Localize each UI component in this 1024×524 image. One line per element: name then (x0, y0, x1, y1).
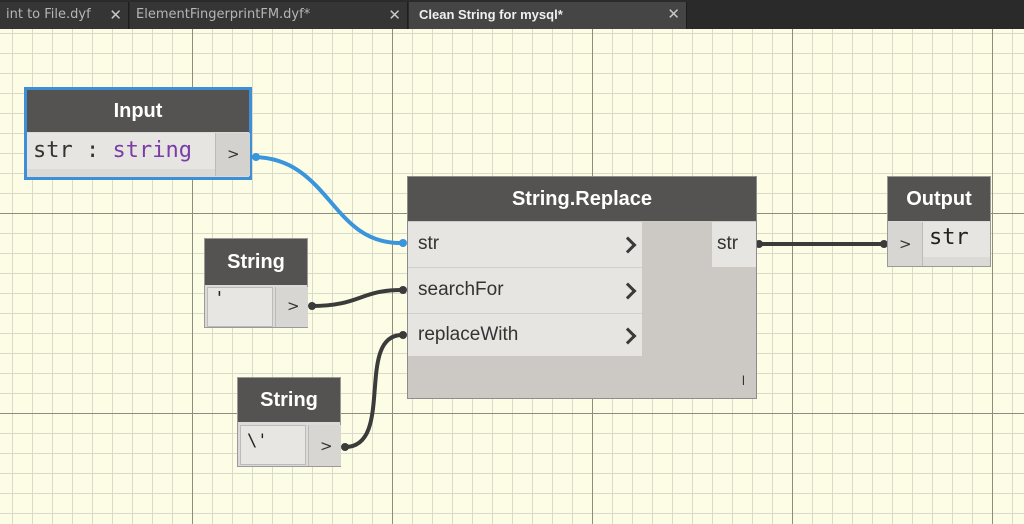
string-value-input[interactable]: \' (240, 425, 306, 465)
port-dot (880, 240, 888, 248)
wire-string2-to-replacewith[interactable] (344, 333, 403, 449)
input-port-searchfor[interactable]: searchFor (408, 268, 642, 314)
node-title: Output (888, 177, 990, 221)
tab-clean-string[interactable]: Clean String for mysql* ✕ (409, 2, 687, 29)
tab-label: int to File.dyf (6, 7, 91, 22)
output-port[interactable]: > (215, 133, 250, 176)
output-code-editor[interactable]: str (923, 222, 990, 257)
tab-bar: int to File.dyf ✕ ElementFingerprintFM.d… (0, 0, 1024, 30)
port-dot (308, 302, 316, 310)
node-title: String (238, 378, 340, 422)
input-port-replacewith[interactable]: replaceWith (408, 314, 642, 356)
output-node[interactable]: Output > str (887, 176, 991, 267)
wire-string1-to-searchfor[interactable] (311, 288, 403, 308)
port-label: replaceWith (418, 324, 519, 345)
chevron-right-icon (619, 327, 637, 345)
lacing-indicator[interactable]: l (742, 373, 745, 388)
port-label: str (418, 233, 440, 254)
chevron-right-icon (619, 282, 637, 300)
tab-label: Clean String for mysql* (419, 7, 563, 22)
node-title: Input (27, 90, 249, 132)
code-param-type: string (112, 138, 192, 163)
close-icon[interactable]: ✕ (388, 6, 401, 24)
output-port[interactable]: > (308, 425, 341, 466)
output-port-str[interactable]: str (712, 222, 756, 267)
arrow-right-icon: > (287, 297, 300, 315)
string-value-input[interactable]: ' (207, 287, 273, 327)
node-title: String.Replace (408, 177, 756, 221)
arrow-right-icon: > (899, 235, 912, 253)
port-label: str (717, 233, 739, 254)
close-icon[interactable]: ✕ (667, 6, 680, 23)
port-dot (399, 239, 407, 247)
input-code-editor[interactable]: str : string (27, 133, 215, 169)
node-title: String (205, 239, 307, 285)
close-icon[interactable]: ✕ (109, 6, 122, 24)
port-dot (755, 240, 763, 248)
tab-label: ElementFingerprintFM.dyf* (136, 7, 311, 22)
string-node-2[interactable]: String \' > (237, 377, 341, 467)
input-port-str[interactable]: str (408, 222, 642, 268)
output-port[interactable]: > (275, 287, 308, 327)
arrow-right-icon: > (320, 437, 333, 455)
port-dot (341, 443, 349, 451)
port-dot (252, 153, 260, 161)
code-separator: : (72, 138, 113, 163)
port-dot (399, 331, 407, 339)
port-dot (399, 286, 407, 294)
port-label: searchFor (418, 279, 504, 300)
chevron-right-icon (619, 236, 637, 254)
input-node[interactable]: Input str : string > (24, 87, 252, 180)
tab-element-fingerprint[interactable]: ElementFingerprintFM.dyf* ✕ (130, 2, 408, 29)
tab-int-to-file[interactable]: int to File.dyf ✕ (0, 2, 129, 29)
code-param-name: str (33, 138, 73, 163)
wire-input-to-str[interactable] (251, 155, 401, 245)
string-replace-node[interactable]: String.Replace str searchFor replaceWith… (407, 176, 757, 399)
arrow-right-icon: > (227, 145, 240, 163)
input-port[interactable]: > (888, 222, 923, 266)
string-node-1[interactable]: String ' > (204, 238, 308, 328)
